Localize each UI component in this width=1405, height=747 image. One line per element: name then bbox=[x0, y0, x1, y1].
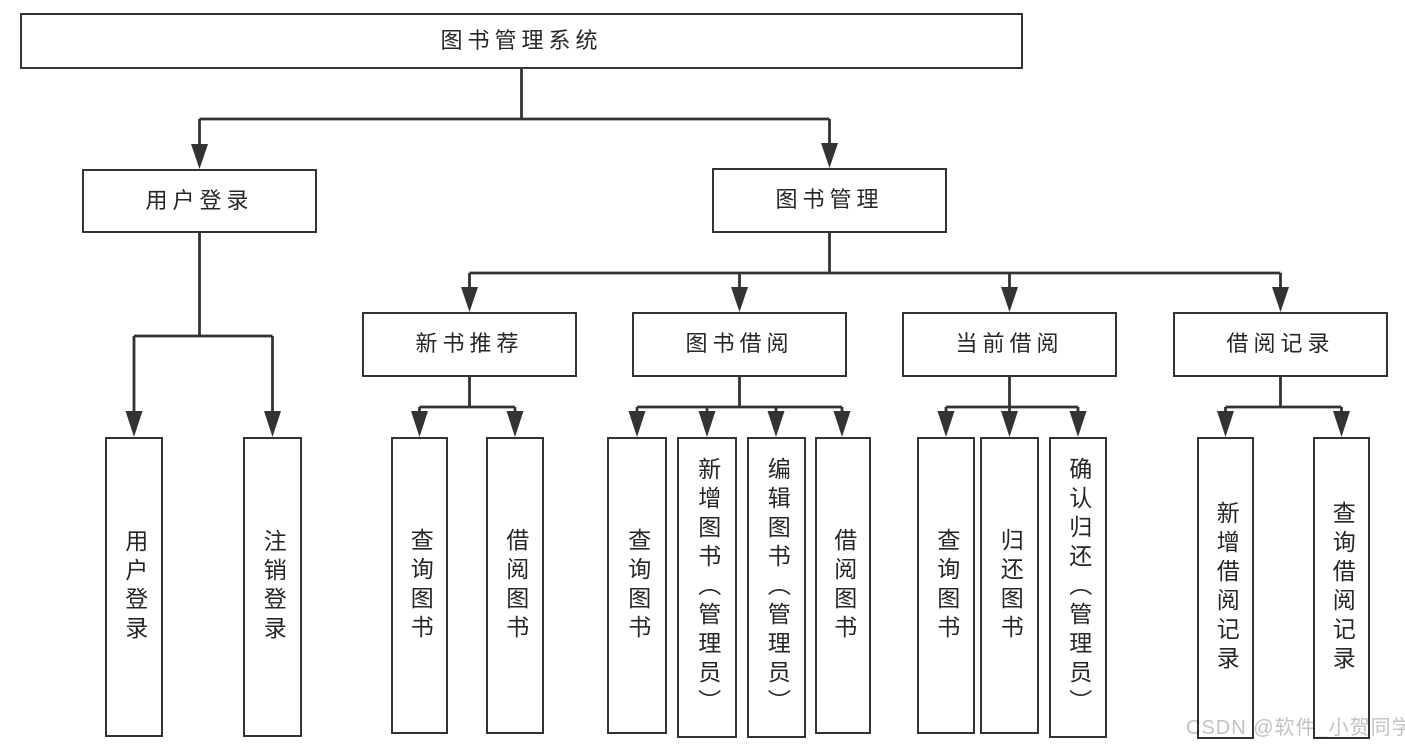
node-label: 查询图书 bbox=[407, 527, 434, 644]
leaf-query-books-recommend: 查询图书 bbox=[391, 437, 448, 734]
node-label: 查询图书 bbox=[624, 527, 651, 644]
node-label: 当前借阅 bbox=[955, 331, 1064, 357]
node-borrowing-records: 借阅记录 bbox=[1173, 312, 1388, 377]
arrowheads-user-login bbox=[125, 411, 281, 437]
arrowheads-book-borrow bbox=[628, 411, 851, 437]
node-label: 新增图书（管理员） bbox=[694, 457, 721, 718]
node-current-borrowing: 当前借阅 bbox=[902, 312, 1117, 377]
arrowheads-level1 bbox=[191, 143, 838, 169]
leaf-edit-book-admin: 编辑图书（管理员） bbox=[747, 437, 806, 738]
connector-book-management-branch bbox=[468, 233, 1282, 290]
node-label: 查询图书 bbox=[933, 527, 960, 644]
node-label: 借阅记录 bbox=[1226, 331, 1335, 357]
arrowheads-borrow-record bbox=[1217, 411, 1350, 437]
leaf-add-book-admin: 新增图书（管理员） bbox=[677, 437, 737, 738]
node-user-login: 用户登录 bbox=[82, 169, 317, 233]
connector-book-borrow-branch bbox=[635, 377, 844, 414]
node-label: 用户登录 bbox=[145, 187, 254, 213]
node-label: 编辑图书（管理员） bbox=[764, 457, 791, 718]
leaf-query-books-current: 查询图书 bbox=[917, 437, 975, 734]
node-label: 图书管理系统 bbox=[440, 27, 603, 53]
leaf-borrow-books-borrowing: 借阅图书 bbox=[815, 437, 871, 734]
node-library-management-system: 图书管理系统 bbox=[20, 13, 1023, 69]
node-label: 图书借阅 bbox=[685, 331, 794, 357]
leaf-query-books-borrowing: 查询图书 bbox=[607, 437, 667, 734]
leaf-add-borrow-record: 新增借阅记录 bbox=[1197, 437, 1254, 739]
node-book-borrowing: 图书借阅 bbox=[632, 312, 847, 377]
csdn-watermark: CSDN @软件_小贺同学 bbox=[1186, 717, 1405, 739]
leaf-confirm-return-admin: 确认归还（管理员） bbox=[1049, 437, 1107, 738]
node-label: 确认归还（管理员） bbox=[1065, 457, 1092, 718]
leaf-logout: 注销登录 bbox=[243, 437, 302, 737]
node-label: 借阅图书 bbox=[830, 527, 857, 644]
leaf-user-login: 用户登录 bbox=[105, 437, 163, 737]
leaf-query-borrow-record: 查询借阅记录 bbox=[1313, 437, 1370, 739]
node-new-book-recommend: 新书推荐 bbox=[362, 312, 577, 377]
node-label: 新书推荐 bbox=[415, 331, 524, 357]
arrowheads-level2 bbox=[461, 287, 1289, 312]
arrowheads-new-book bbox=[411, 411, 524, 437]
node-label: 注销登录 bbox=[260, 529, 287, 645]
node-label: 用户登录 bbox=[121, 529, 148, 645]
arrowheads-current-borrow bbox=[937, 411, 1087, 437]
connector-new-book-branch bbox=[418, 377, 517, 414]
node-label: 查询借阅记录 bbox=[1329, 501, 1356, 675]
leaf-borrow-books-recommend: 借阅图书 bbox=[486, 437, 544, 734]
leaf-return-book: 归还图书 bbox=[980, 437, 1039, 734]
node-label: 借阅图书 bbox=[502, 527, 529, 644]
node-label: 归还图书 bbox=[997, 527, 1024, 644]
connector-root-branch bbox=[198, 69, 831, 146]
connector-current-borrow-branch bbox=[944, 377, 1080, 414]
node-book-management: 图书管理 bbox=[712, 168, 947, 233]
node-label: 新增借阅记录 bbox=[1213, 501, 1240, 675]
connector-user-login-branch bbox=[132, 233, 274, 414]
node-label: 图书管理 bbox=[775, 187, 884, 213]
connector-borrow-record-branch bbox=[1224, 377, 1343, 414]
